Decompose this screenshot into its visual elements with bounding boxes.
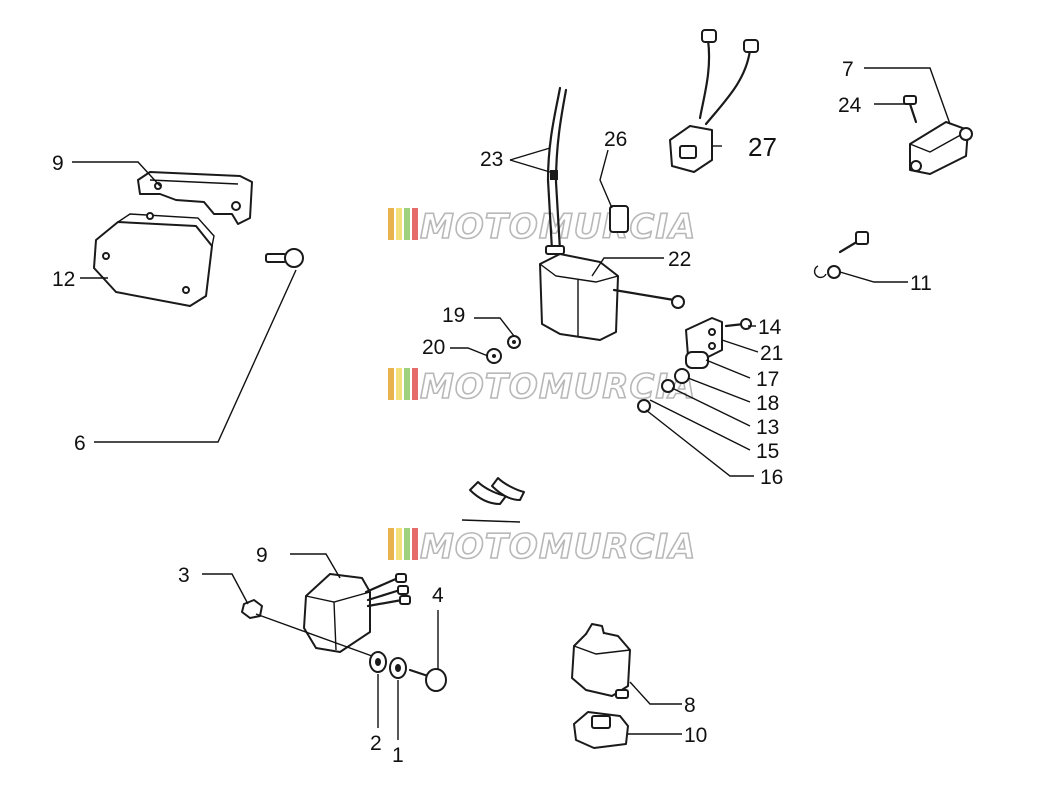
part-1-washer [389,657,407,679]
watermark-top: MOTOMURCIA [388,206,696,248]
callout-10: 9 [256,544,268,567]
callout-24: 23 [480,148,503,171]
part-4-bolt [408,668,447,692]
part-25-screw [903,95,918,124]
watermark-text: MOTOMURCIA [420,367,696,407]
part-19-washer [674,368,690,384]
part-20-washer [507,335,521,349]
part-21-nut [486,348,502,364]
callout-16: 15 [756,440,779,463]
callout-15: 14 [758,316,782,339]
callout-6: 6 [74,432,86,455]
part-23-coil [539,253,685,341]
part-10-regulator [303,573,411,653]
callout-19: 18 [756,392,779,415]
part-6-screw [265,248,304,268]
callout-14: 13 [756,416,779,439]
callout-13: 11 [910,272,932,295]
callout-26: 26 [604,128,627,151]
callout-23: 22 [668,248,691,271]
part-12-cover [93,212,215,307]
part-15-screw [724,318,752,330]
callout-27: 27 [748,132,777,162]
leader-lines [72,67,951,740]
callout-labels: 9 12 6 7 7 24 27 23 26 22 11 19 20 14 21… [52,58,932,767]
watermark-bottom: MOTOMURCIA [388,526,696,568]
callout-21: 20 [422,336,445,359]
part-14-washer [661,379,675,393]
callout-4: 4 [432,584,444,607]
watermark-text: MOTOMURCIA [420,527,696,567]
part-9-bracket [137,171,253,225]
part-7-switch [909,121,973,175]
callout-20: 19 [442,304,465,327]
callout-25: 24 [838,94,862,117]
part-8-relay [571,623,631,699]
callout-22: 21 [760,342,783,365]
callout-18: 17 [756,368,779,391]
part-24-tube [545,86,568,255]
callout-1: 1 [392,744,404,767]
part-11-holder [573,711,629,749]
callout-17: 16 [760,466,783,489]
part-18-spacer [685,351,709,369]
callout-7: 7 [842,58,854,81]
callout-12: 12 [52,268,75,291]
callout-9: 9 [52,152,64,175]
callout-3: 3 [178,564,190,587]
callout-8: 8 [684,694,696,717]
part-2-washer [369,651,387,673]
callout-2: 2 [370,732,382,755]
part-26-terminal [609,205,629,233]
part-clip [461,477,525,523]
part-27-harness [669,29,759,173]
part-13-bolt [813,231,869,279]
part-17-nut [637,399,651,413]
watermark-middle: MOTOMURCIA [388,366,696,408]
callout-11: 10 [684,724,707,747]
